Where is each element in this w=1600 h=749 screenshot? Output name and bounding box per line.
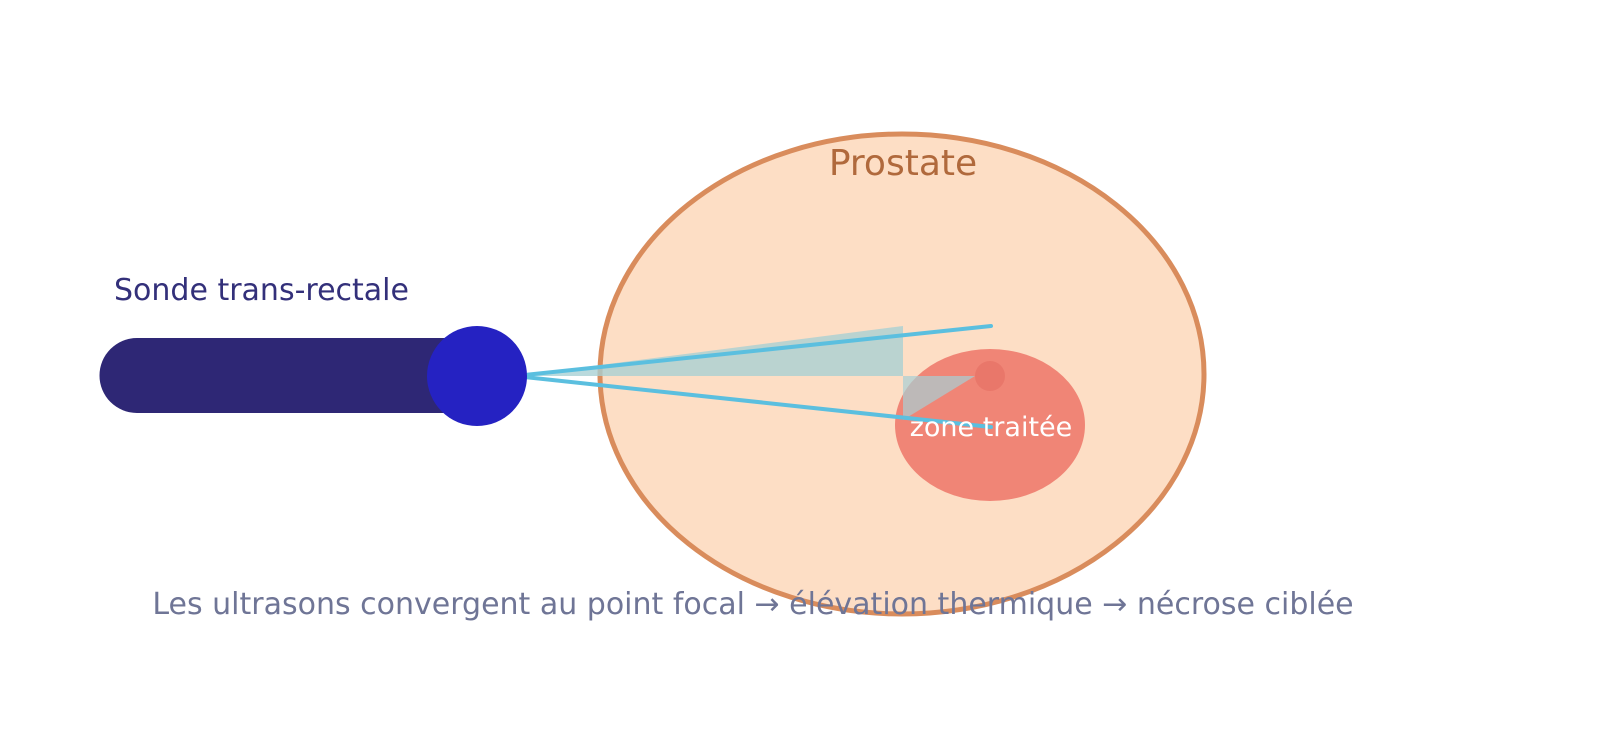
focal-point	[975, 361, 1005, 391]
beam-wedge-upper	[515, 326, 903, 376]
treated-zone-label: zone traitée	[910, 412, 1073, 443]
ultrasound-beam-upper	[513, 324, 993, 378]
probe-label: Sonde trans-rectale	[114, 273, 409, 308]
ultrasound-beam-lower	[513, 374, 993, 429]
prostate-label: Prostate	[829, 143, 977, 184]
probe-body	[99, 338, 462, 413]
caption: Les ultrasons convergent au point focal …	[152, 587, 1353, 622]
beam-wedge-lower	[903, 376, 975, 420]
probe-head	[427, 326, 527, 426]
